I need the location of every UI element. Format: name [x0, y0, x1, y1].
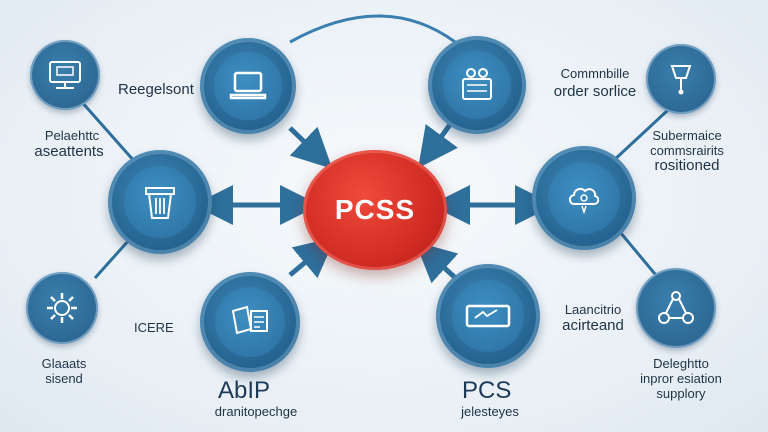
node-document	[200, 272, 300, 372]
arrow-tr	[418, 120, 458, 169]
display-panel-icon	[465, 304, 511, 328]
network-nodes-icon	[658, 291, 694, 324]
gear-icon	[47, 293, 77, 323]
center-label: PCSS	[334, 194, 416, 225]
label-abip: AbIP	[218, 377, 271, 404]
monitor-icon	[49, 61, 81, 89]
cash-register-icon	[462, 68, 492, 100]
top-arc	[289, 14, 456, 44]
label-dranitopechge: dranitopechge	[214, 404, 298, 419]
line-tl-small	[78, 99, 137, 163]
label-pelaehttc: Pelaehttc	[44, 128, 100, 143]
label-acirteand: acirteand	[562, 317, 624, 334]
label-inpror-esiation: inpror esiation	[640, 371, 722, 386]
trash-bin-icon	[144, 186, 175, 219]
node-document-inner	[215, 287, 285, 357]
label-laancitrio: Laancitrio	[564, 302, 622, 317]
label-glaaats: Glaaats	[41, 356, 87, 371]
label-sisend: sisend	[45, 371, 83, 386]
node-register-inner	[442, 50, 512, 120]
arrow-tl	[288, 126, 333, 169]
label-pcs: PCS	[462, 377, 512, 404]
label-aseattents: aseattents	[34, 143, 104, 160]
line-tr-small	[610, 108, 670, 164]
node-gear	[26, 272, 98, 344]
label-order-sorlice: order sorlice	[553, 83, 637, 100]
label-icere: ICERE	[134, 320, 174, 335]
node-register	[428, 36, 526, 134]
node-display-inner	[451, 279, 525, 353]
node-trash	[108, 150, 212, 254]
label-rositioned: rositioned	[654, 157, 720, 174]
node-display	[436, 264, 540, 368]
label-reegelsont: Reegelsont	[118, 81, 194, 98]
laptop-icon	[229, 71, 267, 100]
line-br-small	[618, 231, 662, 281]
node-cloud	[532, 146, 636, 250]
node-monitor	[30, 40, 100, 110]
document-icon	[231, 305, 268, 335]
label-deleghtto: Deleghtto	[653, 356, 709, 371]
center-node: PCSS	[303, 150, 447, 270]
node-laptop-inner	[214, 52, 282, 120]
label-commnbille: Commnbille	[560, 66, 630, 81]
cloud-head-icon	[568, 187, 600, 215]
label-supplory: supplory	[656, 386, 706, 401]
node-network	[636, 268, 716, 348]
node-trash-inner	[123, 165, 197, 239]
arrow-bl	[288, 237, 336, 279]
node-cloud-inner	[547, 161, 621, 235]
node-laptop	[200, 38, 296, 134]
label-jelesteyes: jelesteyes	[461, 404, 519, 419]
label-commsrairits: commsrairits	[650, 143, 724, 158]
valve-icon	[670, 65, 692, 95]
node-valve	[646, 44, 716, 114]
label-subermaice: Subermaice	[652, 128, 722, 143]
